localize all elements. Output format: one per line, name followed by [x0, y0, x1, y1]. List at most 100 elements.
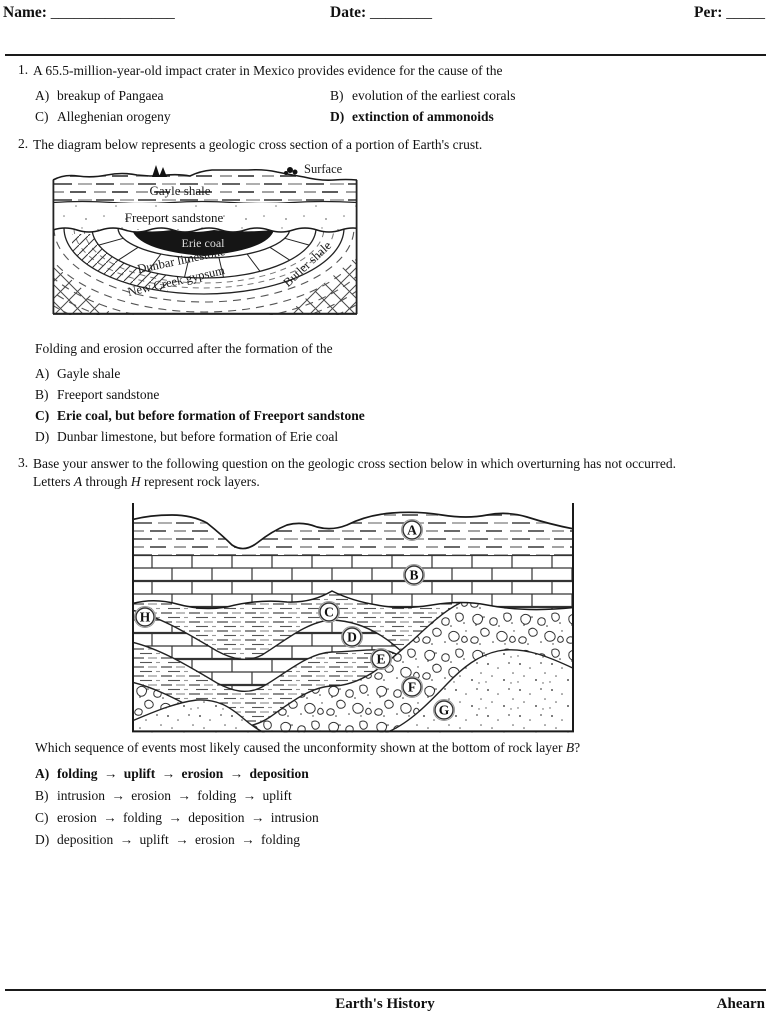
q3-question: Which sequence of events most likely cau…: [35, 739, 715, 757]
label-erie-coal: Erie coal: [182, 236, 226, 250]
q2-option-c-answer: C)Erie coal, but before formation of Fre…: [35, 408, 365, 424]
letter-c: C: [324, 605, 334, 620]
letter-h: H: [140, 610, 151, 625]
letter-d: D: [347, 630, 357, 645]
q1-option-c: C) Alleghenian orogeny: [35, 109, 171, 125]
option-letter: A): [35, 88, 50, 103]
q1-stem: A 65.5-million-year-old impact crater in…: [33, 63, 503, 78]
diagram1-border: [52, 180, 358, 315]
option-text: folding → uplift → erosion → deposition: [57, 766, 309, 781]
option-text: Alleghenian orogeny: [57, 109, 171, 124]
option-letter: D): [35, 832, 50, 847]
q2-option-b: B) Freeport sandstone: [35, 387, 159, 403]
name-blank-line: ________________: [50, 4, 175, 21]
date-label: Date:: [330, 4, 367, 21]
q3-number: 3.: [18, 455, 29, 470]
letter-h-marker: H: [134, 606, 156, 628]
q1-option-a: A)breakup of Pangaea: [35, 88, 163, 104]
cross-section-1-drawing: [52, 165, 358, 315]
q2-option-a: A) Gayle shale: [35, 366, 120, 382]
q3-stem-text: Base your answer to the following questi…: [33, 456, 676, 489]
unconformity-line-1: [52, 227, 358, 233]
cross-section-2-svg: A B C D E F G H: [132, 503, 574, 733]
gayle-shale-band: [53, 169, 357, 202]
cross-section-1-svg: Surface Gayle shale Freeport sandstone E…: [52, 162, 358, 315]
option-letter: D): [35, 429, 50, 444]
q3-stem: Base your answer to the following questi…: [33, 455, 678, 491]
period-label: Per:: [694, 4, 723, 21]
freeport-texture: [53, 203, 357, 230]
letter-f: F: [408, 680, 416, 695]
option-text: Freeport sandstone: [57, 387, 160, 402]
name-label: Name:: [3, 4, 47, 21]
label-surface: Surface: [304, 164, 343, 176]
letter-a: A: [407, 523, 417, 538]
letter-g-marker: G: [433, 699, 455, 721]
option-text: extinction of ammonoids: [352, 109, 494, 124]
q3-stem-text: through: [82, 474, 131, 489]
option-text: Gayle shale: [57, 366, 121, 381]
period-blank-line: _____: [726, 4, 766, 21]
option-letter: D): [330, 109, 345, 124]
footer-author: Ahearn: [716, 996, 765, 1012]
tree-icon: [152, 165, 167, 177]
date-blank-line: ________: [370, 4, 433, 21]
letter-e: E: [376, 652, 385, 667]
layer-letters: A B C D E F G H: [134, 519, 455, 721]
q2-post-text: Folding and erosion occurred after the f…: [35, 341, 333, 356]
option-letter: C): [35, 810, 49, 825]
syncline-layers: [53, 228, 358, 315]
letter-g: G: [439, 703, 450, 718]
letter-b-marker: B: [403, 564, 425, 586]
footer-divider: [5, 989, 766, 992]
unconformity-line-2: [132, 590, 574, 611]
option-letter: A): [35, 366, 50, 381]
q3-option-d: D) deposition → uplift → erosion → foldin…: [35, 832, 300, 848]
cross-section-2-drawing: A B C D E F G H: [132, 503, 574, 733]
letter-c-marker: C: [318, 601, 340, 623]
option-letter: B): [35, 788, 49, 803]
letter-a-marker: A: [401, 519, 423, 541]
q3-stem-text: represent rock layers.: [140, 474, 260, 489]
q3-option-a-answer: A) folding → uplift → erosion → depositio…: [35, 766, 309, 782]
geologic-cross-section-2: A B C D E F G H: [132, 503, 575, 739]
option-letter: B): [330, 88, 344, 103]
limestone-ticks: [98, 237, 310, 278]
corner-texture-right: [287, 256, 357, 314]
layer-a-band: [132, 512, 574, 557]
q3-question-letter-b: B: [565, 740, 575, 755]
hatched-limb: [72, 234, 168, 294]
option-letter: C): [35, 109, 49, 124]
header-divider: [5, 54, 766, 57]
q1-option-b: B)evolution of the earliest corals: [330, 88, 515, 104]
letter-d-marker: D: [341, 626, 363, 648]
option-text: intrusion → erosion → folding → uplift: [57, 788, 292, 803]
q3-stem-letter-h: H: [130, 474, 141, 489]
gypsum-texture: [73, 228, 335, 289]
label-freeport-sandstone: Freeport sandstone: [125, 210, 224, 225]
ground-surface-line-2: [132, 511, 574, 550]
layer-g-band: [132, 649, 574, 733]
period-field: Per: _____: [694, 4, 765, 22]
name-field: Name: ________________: [3, 4, 175, 22]
ground-surface-line: [52, 168, 358, 181]
option-text: deposition → uplift → erosion → folding: [57, 832, 300, 847]
q2-stem: The diagram below represents a geologic …: [33, 137, 483, 152]
geologic-cross-section-1: Surface Gayle shale Freeport sandstone E…: [52, 162, 358, 323]
option-letter: B): [35, 387, 49, 402]
option-text: erosion → folding → deposition → intrusi…: [57, 810, 319, 825]
q1-number: 1.: [18, 62, 29, 77]
letter-f-marker: F: [401, 676, 423, 698]
q3-option-b: B) intrusion → erosion → folding → uplift: [35, 788, 292, 804]
corner-texture-left: [53, 264, 112, 314]
diagram2-border: [132, 503, 574, 733]
option-text: Dunbar limestone, but before formation o…: [57, 429, 339, 444]
bush-icon: [284, 167, 298, 175]
date-field: Date: ________: [330, 4, 432, 22]
option-letter: A): [35, 766, 50, 781]
q3-stem-letter-a: A: [73, 474, 83, 489]
letter-b: B: [409, 568, 418, 583]
folded-layers: [132, 591, 574, 733]
boundary-f-g: [132, 649, 574, 733]
